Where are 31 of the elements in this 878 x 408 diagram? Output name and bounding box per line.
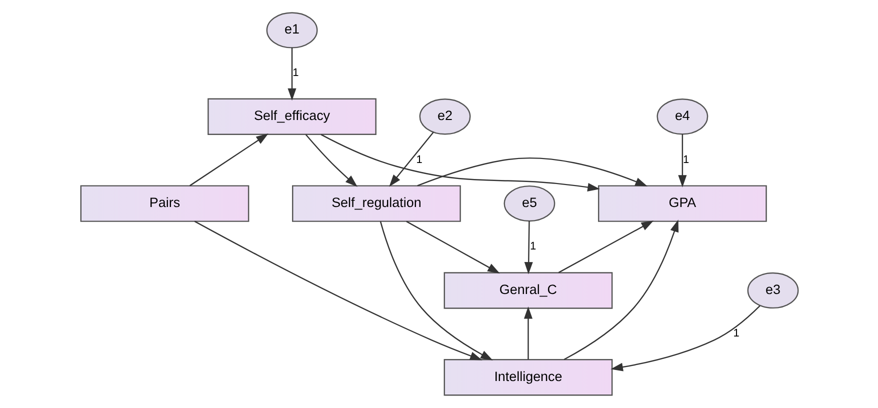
arrow [678, 134, 686, 188]
node-box: Intelligence [443, 359, 612, 396]
edge-label: 1 [416, 154, 422, 166]
node-box: GPA [597, 185, 766, 222]
arrow [287, 48, 296, 101]
arrow [416, 158, 648, 186]
arrow [379, 221, 492, 360]
arrow [388, 132, 434, 187]
arrow [406, 220, 500, 274]
arrow [304, 134, 357, 187]
arrow [563, 220, 678, 360]
edge-label: 1 [530, 240, 536, 253]
arrow [188, 134, 268, 186]
node-box: Pairs [80, 185, 249, 222]
arrow [320, 134, 600, 192]
node-ellipse: e2 [418, 98, 470, 135]
node-box: Self_efficacy [207, 98, 376, 136]
node-ellipse: e1 [266, 12, 318, 48]
node-ellipse: e5 [503, 185, 555, 222]
node-ellipse: e3 [746, 272, 798, 309]
arrow [524, 221, 532, 274]
arrow [194, 220, 482, 360]
edge-label: 1 [292, 66, 298, 79]
arrow [558, 220, 654, 274]
edge-label: 1 [732, 328, 739, 340]
arrow [523, 306, 532, 360]
node-box: Genral_C [443, 272, 612, 309]
arrow [610, 305, 760, 372]
node-box: Self_regulation [292, 185, 460, 222]
node-ellipse: e4 [656, 98, 708, 135]
edge-label: 1 [682, 154, 689, 166]
